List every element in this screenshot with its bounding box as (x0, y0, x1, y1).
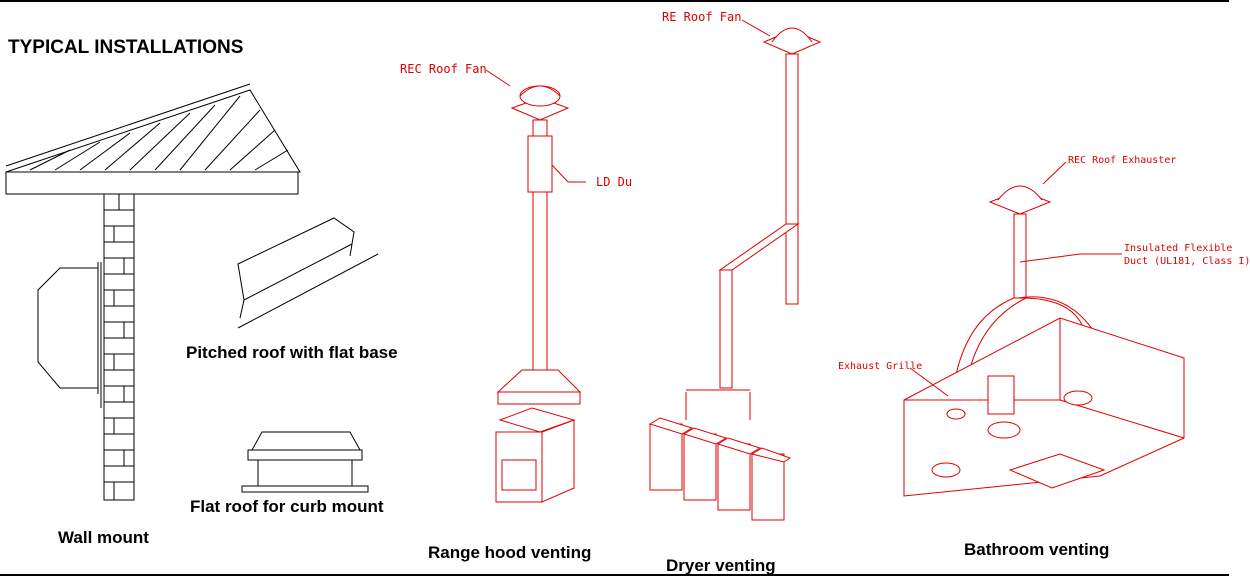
re-leader (741, 19, 771, 37)
caption-wall-mount: Wall mount (58, 528, 149, 547)
bathroom-drawing (903, 161, 1185, 497)
caption-dryer: Dryer venting (666, 556, 776, 575)
page-title: TYPICAL INSTALLATIONS (8, 37, 244, 58)
caption-pitched-roof: Pitched roof with flat base (186, 343, 398, 362)
caption-bathroom: Bathroom venting (964, 540, 1110, 559)
ld-duct-callout: LD Du (596, 175, 633, 189)
dryer-drawing (648, 27, 822, 521)
wall-mount-drawing (5, 83, 301, 501)
re-roof-fan-callout: RE Roof Fan (662, 10, 742, 24)
rec-roof-fan-callout: REC Roof Fan (400, 62, 487, 76)
pitched-roof-drawing (237, 217, 379, 329)
flat-roof-drawing (241, 431, 369, 493)
rec-roof-exhauster-callout: REC Roof Exhauster (1068, 155, 1177, 166)
insulated-duct-callout-line1: Insulated Flexible (1124, 243, 1233, 254)
insulated-duct-callout-line2: Duct (UL181, Class I) (1124, 256, 1250, 267)
caption-flat-roof: Flat roof for curb mount (190, 497, 384, 516)
exhaust-grille-callout: Exhaust Grille (838, 361, 923, 372)
bottom-border (0, 574, 1229, 576)
rec-leader (485, 69, 511, 87)
caption-range-hood: Range hood venting (428, 543, 592, 562)
top-border (0, 0, 1229, 2)
range-hood-drawing (495, 85, 586, 503)
